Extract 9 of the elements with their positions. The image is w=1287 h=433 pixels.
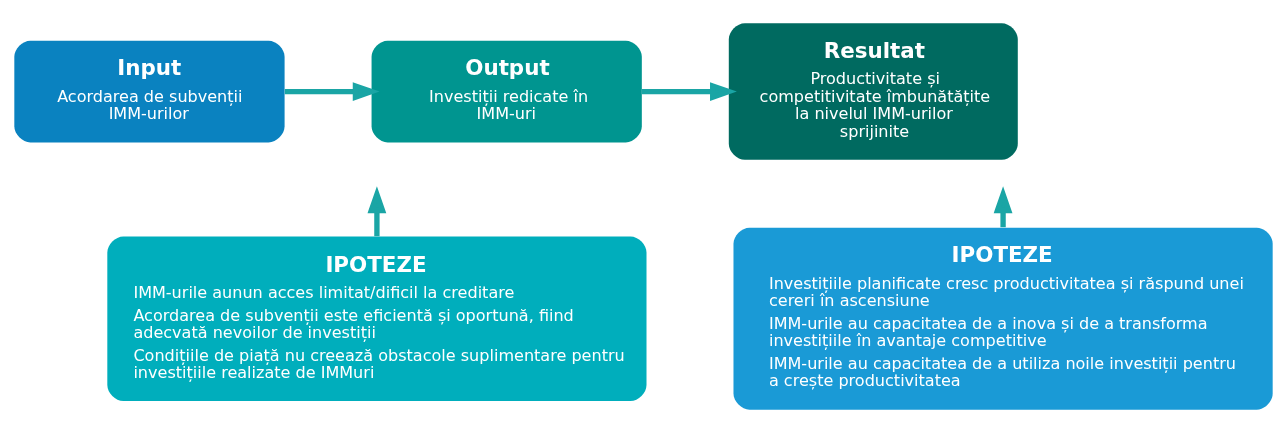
arrow	[993, 186, 1013, 228]
node-box: Resultat Productivitate și competitivitate îmbunătățite la nivelul IMM-urilor sprijinite	[728, 23, 1018, 160]
node-box: Output Investiții redicate în IMM-uri	[371, 40, 642, 143]
node-box: Input Acordarea de subvenții IMM-urilor	[14, 40, 285, 143]
arrow	[367, 186, 387, 237]
arrow	[642, 82, 737, 101]
arrow	[284, 82, 380, 101]
node-box: IPOTEZE IMM-urile aunun acces limitat/dificil la creditare Acordarea de subvenții este eficientă și oportună, fiind adecvată nevoilor de investiții Condițiile de piață nu creează obstacole suplimentare pentru investițiile realizate de IMMuri	[107, 236, 647, 401]
node-box: IPOTEZE Investițiile planificate cresc productivitatea și răspund unei cereri în ascensiune IMM-urile au capacitatea de a inova și de a transforma investițiile în avantaje competitive IMM-urile au capacitatea de a utiliza noile investiții pentru a crește productivitatea	[733, 227, 1273, 410]
